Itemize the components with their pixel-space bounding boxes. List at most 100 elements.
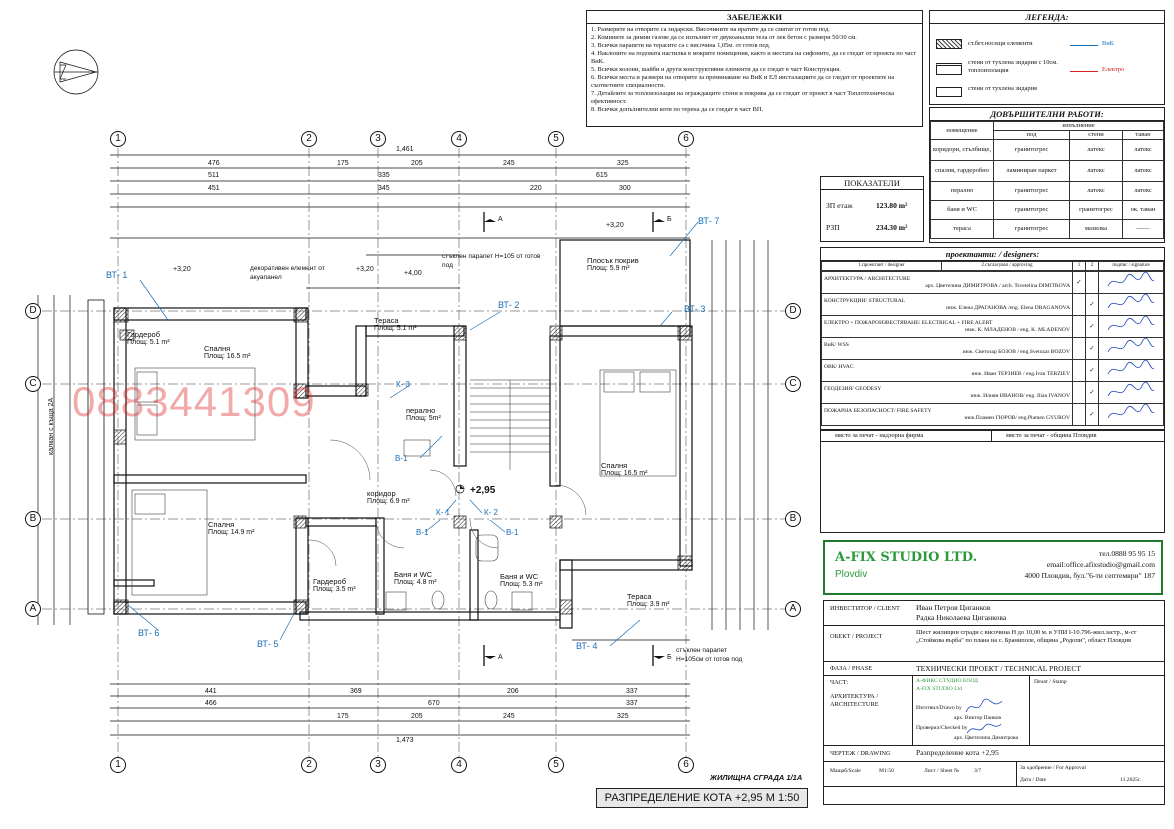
notes-panel: ЗАБЕЛЕЖКИ 1. Размерите на отворите са зи… [586, 10, 923, 127]
dim-label: 466 [205, 700, 217, 707]
phase-label: ФАЗА / PHASE [830, 665, 873, 672]
finishing-cell: мазилка [1068, 219, 1124, 239]
room-name: Тераса [374, 316, 399, 325]
room-area: Площ: 5.3 m² [500, 581, 543, 588]
checked-name: арх. Цветелина Димитрова [954, 735, 1019, 741]
finishing-col-room: помещение [930, 121, 994, 140]
studio-phone: тел.0888 95 95 15 [1098, 549, 1155, 558]
scale-value: M1:50 [879, 768, 894, 774]
dim-label: 205 [411, 160, 423, 167]
room-terrace-2: Тераса Площ: 3.9 m² [627, 592, 670, 608]
room-area: Площ: 4.8 m² [394, 579, 437, 586]
company-en: A-FIX STUDIO Ltd [916, 686, 962, 692]
room-name: перално [406, 406, 436, 415]
room-name: Гардероб [313, 577, 346, 586]
designer-discipline: ВиК/ WSS [824, 341, 849, 348]
finishing-cell: ок. таван [1122, 200, 1164, 220]
dim-label: 205 [411, 713, 423, 720]
drawn-label: Изготвил/Drawn by [916, 705, 962, 711]
level-label: +2,95 [470, 485, 496, 496]
legend-vik-line [1070, 45, 1098, 46]
room-area: Площ: 5.9 m² [587, 265, 630, 272]
designers-title: проектанти: / designers: [821, 248, 1164, 261]
axis-bubble: 6 [678, 757, 694, 773]
note-item: 2. Комините за димни газове да се изпълн… [591, 34, 857, 41]
axis-bubble: A [25, 601, 41, 617]
vt-tag: ВТ- 3 [684, 304, 706, 314]
axis-bubble: 5 [548, 757, 564, 773]
finishing-sub: под [993, 130, 1070, 140]
designer-signature [1098, 381, 1164, 404]
vt-tag: ВТ- 5 [257, 639, 279, 649]
floor-plan [37, 49, 786, 760]
room-area: Площ: 3.9 m² [627, 601, 670, 608]
axis-bubble: 2 [301, 757, 317, 773]
dim-label: 220 [530, 185, 542, 192]
tb-line [824, 761, 1164, 762]
designer-check-1 [1072, 403, 1086, 426]
designer-cell: ЕЛЕКТРО + ПОЖАРОИЗВЕСТЯВАНЕ/ ELECTRICAL … [821, 315, 1073, 338]
dim-label: 325 [617, 713, 629, 720]
drawn-signature-icon [965, 698, 1003, 713]
room-bedroom-2: Спалня Площ: 14.9 m² [208, 520, 254, 536]
plan-note: декоративен елемент от акуапанел [250, 265, 325, 281]
finishing-cell: латекс [1122, 160, 1164, 182]
room-bathroom-1: Баня и WC Площ: 4.8 m² [394, 570, 437, 586]
designer-check-2: ✓ [1085, 381, 1099, 404]
finishing-cell: гранитогрес [993, 139, 1070, 161]
section-mark: Б [667, 654, 672, 661]
drawing-label: ЧЕРТЕЖ / DRAWING [830, 750, 891, 757]
b-tag: В-1 [395, 454, 408, 463]
designers-col: 2 [1085, 261, 1099, 271]
legend-item: стени от тухлена зидария [968, 85, 1037, 92]
client-name: Иван Петров Циганков [916, 603, 991, 612]
designer-check-1 [1072, 359, 1086, 382]
overall-dim: 1,461 [396, 146, 414, 153]
dim-label: 511 [208, 172, 220, 179]
legend-item: стени от тухлена зидария с 10см. топлоиз… [968, 59, 1058, 74]
designers-panel: проектанти: / designers: 1.проектант / d… [820, 247, 1165, 430]
tb-line [912, 675, 913, 745]
finishing-cell: гранитогрес [993, 181, 1070, 201]
finishing-cell: гранитогрес [1068, 200, 1124, 220]
legend-brick-swatch [936, 87, 962, 97]
party-wall-label: калкан с къща 2А [48, 397, 55, 455]
room-name: Спалня [208, 520, 235, 529]
studio-city: Plovdiv [835, 569, 868, 580]
indicator-label: ЗП етаж [826, 201, 853, 210]
level-marker-icon [455, 484, 465, 494]
room-name: Гардероб [127, 330, 160, 339]
room-laundry: перално Площ: 5m² [406, 406, 441, 422]
room-area: Площ: 14.9 m² [208, 529, 255, 536]
dim-label: 206 [507, 688, 519, 695]
company-bg: А-ФИКС СТУДИО ЕООД [916, 678, 978, 684]
notes-title: ЗАБЕЛЕЖКИ [587, 11, 922, 24]
b-tag: В-1 [416, 528, 429, 537]
finishing-cell: —— [1122, 219, 1164, 239]
dim-label: 337 [626, 688, 638, 695]
indicators-panel: ПОКАЗАТЕЛИ ЗП етаж 123.80 m² РЗП 234.30 … [820, 176, 924, 242]
finishing-cell: спалня, гардеробно [930, 160, 994, 182]
stamp-label: Печат / Stamp [1034, 679, 1067, 685]
stamp-line [821, 441, 1164, 442]
room-terrace-1: Тераса Площ: 5.1 m² [374, 316, 417, 332]
drawing-text: Разпределение кота +2,95 [916, 748, 999, 757]
plan-subtitle: РАЗПРЕДЕЛЕНИЕ КОТА +2,95 M 1:50 [596, 788, 808, 808]
level-label: +3,20 [173, 266, 191, 273]
legend-insulated-swatch [936, 63, 962, 75]
section-mark: А [498, 216, 503, 223]
axis-bubble: C [785, 376, 801, 392]
axis-bubble: D [25, 303, 41, 319]
signature-icon [1107, 403, 1155, 419]
axis-bubble: A [785, 601, 801, 617]
level-label: +3,20 [606, 222, 624, 229]
stamp-divider [991, 431, 992, 441]
finishing-table: помещение изпълнение под стени таван кор… [930, 121, 1164, 239]
room-area: Площ: 5.1 m² [127, 339, 170, 346]
axis-bubble: D [785, 303, 801, 319]
designer-discipline: ГЕОДЕЗИЯ/ GEODESY [824, 385, 882, 392]
designer-discipline: КОНСТРУКЦИИ/ STRUCTURAL [824, 297, 906, 304]
